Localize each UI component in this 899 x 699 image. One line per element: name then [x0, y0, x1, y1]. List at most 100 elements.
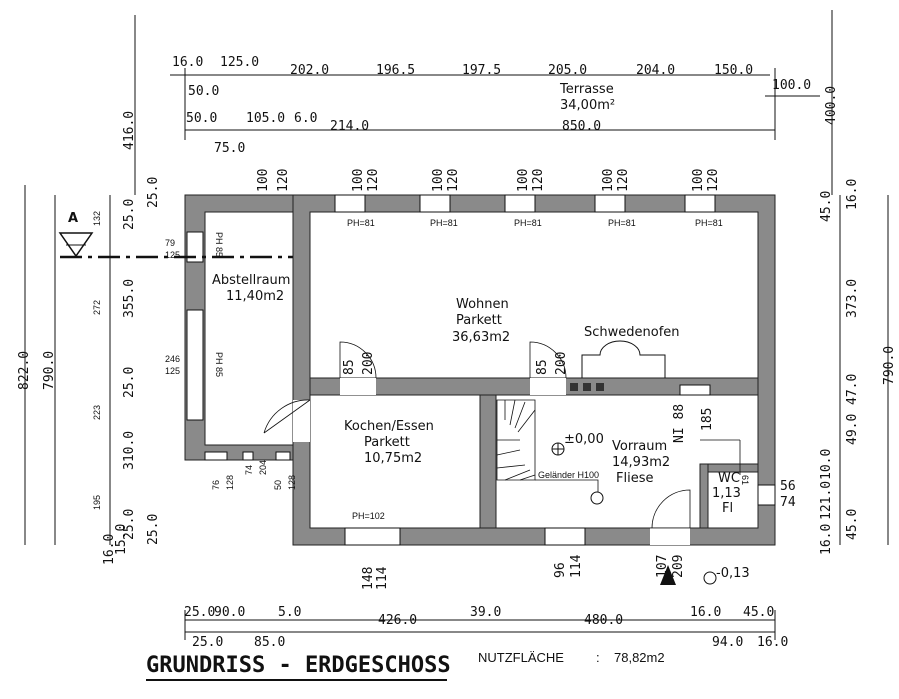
annex-window-dims: 76 128 74 204 50 128 — [211, 460, 297, 490]
svg-text:PH=81: PH=81 — [430, 218, 458, 228]
room-abstellraum-area: 11,40m2 — [226, 289, 284, 304]
svg-text:125: 125 — [165, 366, 180, 376]
svg-text:90.0: 90.0 — [214, 605, 245, 620]
svg-text:132: 132 — [92, 211, 102, 226]
svg-text:185: 185 — [700, 408, 715, 431]
svg-text:100: 100 — [351, 169, 366, 192]
room-kochen-floor: Parkett — [364, 435, 410, 450]
svg-text:310.0: 310.0 — [122, 431, 137, 470]
drawing-title: GRUNDRISS - ERDGESCHOSS — [146, 653, 451, 678]
room-abstellraum-name: Abstellraum — [212, 273, 290, 288]
left-upper-dim: 416.0 — [122, 111, 137, 150]
right-upper-dim: 400.0 — [824, 86, 839, 125]
svg-text:5.0: 5.0 — [278, 605, 301, 620]
svg-text:47.0: 47.0 — [845, 374, 860, 405]
bottom-window-dims: 148 114 96 114 107 209 — [361, 554, 686, 590]
walls — [184, 194, 776, 546]
section-line — [58, 232, 293, 259]
svg-text:128: 128 — [287, 475, 297, 490]
svg-text:49.0: 49.0 — [845, 414, 860, 445]
door-dims: 85 200 85 200 — [342, 352, 569, 375]
svg-text:209: 209 — [671, 555, 686, 578]
svg-text:PH 85: PH 85 — [214, 232, 224, 257]
svg-text:107: 107 — [655, 555, 670, 578]
svg-text:204.0: 204.0 — [636, 63, 675, 78]
svg-text:125.0: 125.0 — [220, 55, 259, 70]
svg-text:373.0: 373.0 — [845, 279, 860, 318]
top-windows — [334, 194, 716, 213]
stair-wall — [479, 394, 497, 529]
svg-text:85: 85 — [535, 359, 550, 375]
svg-text:105.0: 105.0 — [246, 111, 285, 126]
left-outer2-dim: 790.0 — [42, 351, 57, 390]
svg-text:100: 100 — [516, 169, 531, 192]
svg-text:25.0: 25.0 — [146, 177, 161, 208]
svg-text:96: 96 — [553, 562, 568, 578]
nutzflaeche-separator: : — [596, 650, 600, 665]
svg-text:200: 200 — [361, 352, 376, 375]
svg-text:214.0: 214.0 — [330, 119, 369, 134]
svg-text:Geländer H100: Geländer H100 — [538, 470, 599, 480]
svg-text:25.0: 25.0 — [146, 514, 161, 545]
level-outside: -0,13 — [716, 566, 750, 581]
svg-text:15.0: 15.0 — [114, 524, 129, 555]
svg-text:114: 114 — [569, 554, 584, 578]
top-dimension-lines — [170, 68, 820, 140]
svg-text:45.0: 45.0 — [743, 605, 774, 620]
svg-text:74: 74 — [780, 495, 796, 510]
left-dimension-lines — [24, 15, 136, 545]
svg-text:74: 74 — [244, 465, 254, 475]
svg-text:56: 56 — [780, 479, 796, 494]
door-swings — [263, 341, 741, 529]
svg-text:148: 148 — [361, 567, 376, 590]
room-wohnen-name: Wohnen — [456, 297, 509, 312]
left-chain-dims: 25.0 25.0 355.0 25.0 310.0 25.0 16.0 25.… — [102, 177, 161, 565]
svg-text:PH=81: PH=81 — [347, 218, 375, 228]
svg-text:10.0: 10.0 — [819, 449, 834, 480]
left-outer-dim: 822.0 — [17, 351, 32, 390]
svg-text:76: 76 — [211, 480, 221, 490]
svg-text:25.0: 25.0 — [122, 367, 137, 398]
svg-text:16.0: 16.0 — [845, 179, 860, 210]
svg-text:195: 195 — [92, 495, 102, 510]
bottom-dimension-lines — [184, 610, 776, 640]
svg-text:272: 272 — [92, 300, 102, 315]
svg-text:85: 85 — [342, 359, 357, 375]
bottom-dims-row1: 25.0 90.0 5.0 426.0 39.0 480.0 16.0 45.0 — [184, 605, 774, 628]
svg-text:NI 88: NI 88 — [672, 404, 687, 443]
room-wc-floor: Fl — [722, 501, 733, 516]
left-window-dims: 79 125 246 125 — [165, 238, 180, 376]
svg-text:79: 79 — [165, 238, 175, 248]
svg-text:6.0: 6.0 — [294, 111, 317, 126]
svg-text:200: 200 — [554, 352, 569, 375]
svg-text:202.0: 202.0 — [290, 63, 329, 78]
ph-labels: PH=81 PH=81 PH=81 PH=81 PH=81 PH=102 Gel… — [347, 218, 723, 521]
svg-text:50: 50 — [273, 480, 283, 490]
svg-text:205.0: 205.0 — [548, 63, 587, 78]
room-vorraum-floor: Fliese — [616, 471, 653, 486]
left-small-dims: 132 272 223 195 — [92, 211, 102, 510]
right-outer-dim: 790.0 — [882, 346, 897, 385]
room-kochen-area: 10,75m2 — [364, 451, 422, 466]
svg-text:128: 128 — [225, 475, 235, 490]
room-kochen-name: Kochen/Essen — [344, 419, 434, 434]
svg-text:246: 246 — [165, 354, 180, 364]
right-chain-dims: 45.0 16.0 373.0 47.0 49.0 10.0 121.0 45.… — [819, 179, 860, 555]
window-top-dims: 100 120 100 120 100 120 100 120 100 120 … — [256, 169, 721, 192]
svg-text:PH=81: PH=81 — [514, 218, 542, 228]
svg-text:100: 100 — [431, 169, 446, 192]
svg-text:120: 120 — [366, 169, 381, 192]
svg-text:PH=102: PH=102 — [352, 511, 385, 521]
schwedenofen — [570, 340, 711, 396]
svg-text:75.0: 75.0 — [214, 141, 245, 156]
svg-text:PH=81: PH=81 — [608, 218, 636, 228]
svg-text:25.0: 25.0 — [192, 635, 223, 650]
svg-text:100: 100 — [256, 169, 271, 192]
svg-text:39.0: 39.0 — [470, 605, 501, 620]
svg-text:196.5: 196.5 — [376, 63, 415, 78]
room-wohnen-floor: Parkett — [456, 313, 502, 328]
section-label: A — [68, 211, 78, 226]
svg-text:120: 120 — [276, 169, 291, 192]
svg-text:480.0: 480.0 — [584, 613, 623, 628]
svg-text:16.0: 16.0 — [172, 55, 203, 70]
